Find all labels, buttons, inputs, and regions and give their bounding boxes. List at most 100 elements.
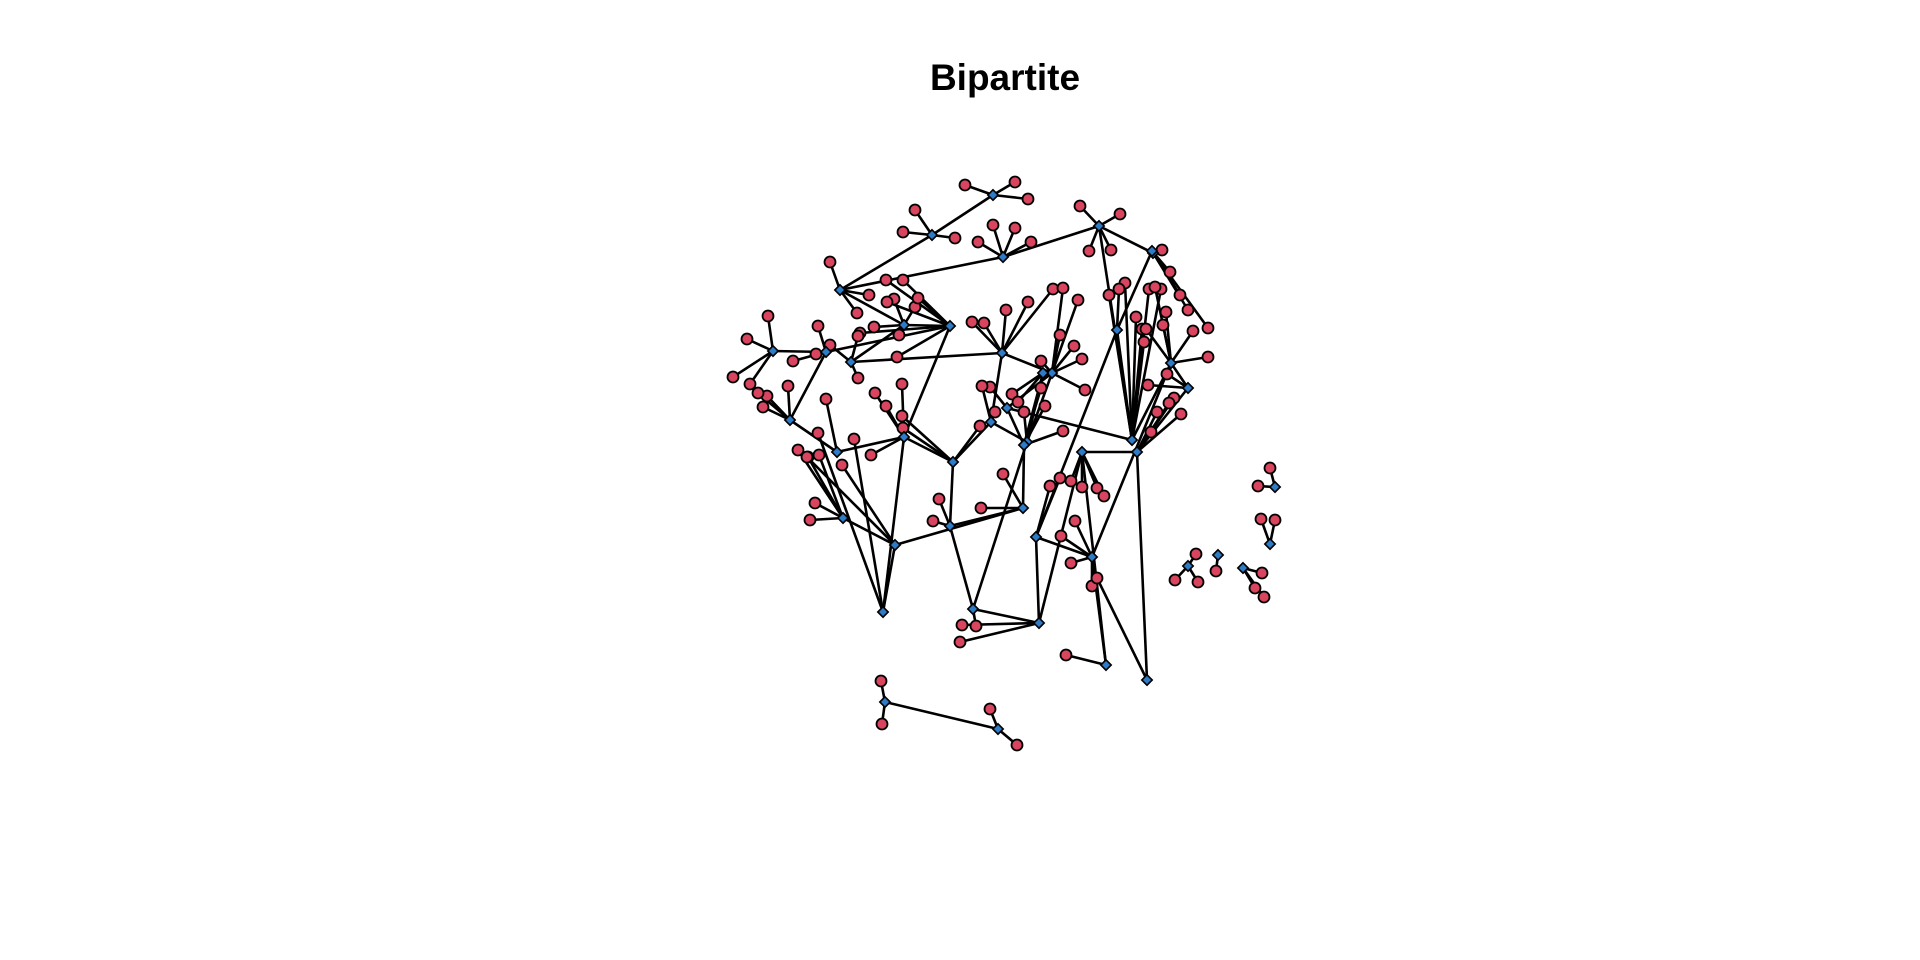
circle-node-1: [1008, 175, 1022, 189]
circle-node-22: [879, 273, 893, 287]
circle-node-96: [953, 635, 967, 649]
diamond-node-1: [925, 228, 939, 242]
diamond-node-19: [830, 445, 844, 459]
circle-node-116: [1112, 282, 1126, 296]
circle-node-7: [986, 218, 1000, 232]
circle-node-42: [1021, 295, 1035, 309]
circle-node-19: [892, 328, 906, 342]
circle-node-114: [1181, 303, 1195, 317]
circle-node-132: [1268, 513, 1282, 527]
edge-153: [1169, 362, 1190, 389]
circle-node-17: [850, 306, 864, 320]
edge-33: [732, 349, 774, 379]
circle-node-83: [988, 405, 1002, 419]
circle-node-138: [1209, 564, 1223, 578]
edge-143: [1098, 224, 1154, 255]
circle-node-89: [1038, 399, 1052, 413]
circle-node-94: [926, 514, 940, 528]
diamond-node-17: [1130, 445, 1144, 459]
diamond-node-15: [1164, 356, 1178, 370]
edge-173: [884, 700, 999, 731]
circle-node-80: [895, 409, 909, 423]
circle-node-77: [879, 399, 893, 413]
diamond-node-6: [897, 318, 911, 332]
circle-node-115: [1201, 321, 1215, 335]
circle-node-25: [890, 350, 904, 364]
circle-node-0: [958, 178, 972, 192]
circle-node-53: [1129, 310, 1143, 324]
circle-node-4: [896, 225, 910, 239]
circle-node-70: [1162, 396, 1176, 410]
circle-node-101: [1097, 489, 1111, 503]
edge-102: [1065, 653, 1107, 667]
diamond-node-14: [1125, 433, 1139, 447]
diamond-node-0: [986, 188, 1000, 202]
circle-node-85: [1017, 405, 1031, 419]
circle-node-117: [1043, 479, 1057, 493]
circle-node-3: [908, 203, 922, 217]
circle-node-39: [999, 303, 1013, 317]
circle-node-5: [948, 231, 962, 245]
diamond-node-12: [1045, 366, 1059, 380]
edge-27: [886, 300, 951, 328]
edge-156: [836, 435, 905, 454]
circle-node-58: [1148, 280, 1162, 294]
edge-142: [1002, 224, 1100, 259]
circle-node-60: [1139, 322, 1153, 336]
circle-node-71: [756, 400, 770, 414]
diamond-node-21: [946, 455, 960, 469]
circle-node-27: [880, 295, 894, 309]
circle-node-23: [896, 273, 910, 287]
edge-57: [1130, 288, 1163, 441]
circle-node-110: [811, 426, 825, 440]
circle-node-12: [1082, 244, 1096, 258]
diamond-node-42: [1236, 561, 1250, 575]
diamond-node-40: [1085, 550, 1099, 564]
edge-164: [948, 525, 975, 610]
circle-node-91: [996, 467, 1010, 481]
circle-node-136: [1263, 461, 1277, 475]
diamond-node-11: [995, 346, 1009, 360]
edge-187: [948, 461, 955, 527]
edge-172: [1035, 535, 1093, 559]
circle-node-16: [862, 288, 876, 302]
circle-node-99: [1075, 480, 1089, 494]
diamond-node-3: [1092, 219, 1106, 233]
circle-node-137: [1251, 479, 1265, 493]
circle-node-69: [1144, 425, 1158, 439]
circle-node-98: [1064, 474, 1078, 488]
edge-189: [1034, 536, 1041, 624]
circle-node-128: [1248, 581, 1262, 595]
circle-node-93: [932, 492, 946, 506]
circle-node-124: [1064, 556, 1078, 570]
edge-108: [840, 464, 897, 546]
circle-node-82: [973, 419, 987, 433]
circle-node-37: [851, 329, 865, 343]
circle-node-107: [791, 443, 805, 457]
edge-170: [1115, 250, 1154, 331]
circle-node-15: [823, 255, 837, 269]
circle-node-59: [1159, 305, 1173, 319]
diamond-node-33: [888, 538, 902, 552]
circle-node-30: [786, 354, 800, 368]
circle-node-75: [819, 392, 833, 406]
edge-168: [842, 516, 896, 547]
circle-node-130: [1255, 566, 1269, 580]
circle-node-97: [955, 618, 969, 632]
edge-60: [1144, 328, 1173, 364]
circle-node-48: [1078, 383, 1092, 397]
circle-node-108: [835, 458, 849, 472]
circle-node-131: [1254, 512, 1268, 526]
diamond-node-43: [1263, 537, 1277, 551]
diamond-node-38: [878, 695, 892, 709]
circle-node-109: [800, 450, 814, 464]
circle-node-79: [895, 377, 909, 391]
diamond-node-24: [1036, 366, 1050, 380]
circle-node-62: [1186, 324, 1200, 338]
diamond-node-27: [943, 519, 957, 533]
circle-node-10: [1073, 199, 1087, 213]
edge-109: [806, 456, 896, 546]
edge-157: [903, 435, 954, 464]
edge-181: [1005, 407, 1026, 446]
circle-node-67: [1174, 407, 1188, 421]
